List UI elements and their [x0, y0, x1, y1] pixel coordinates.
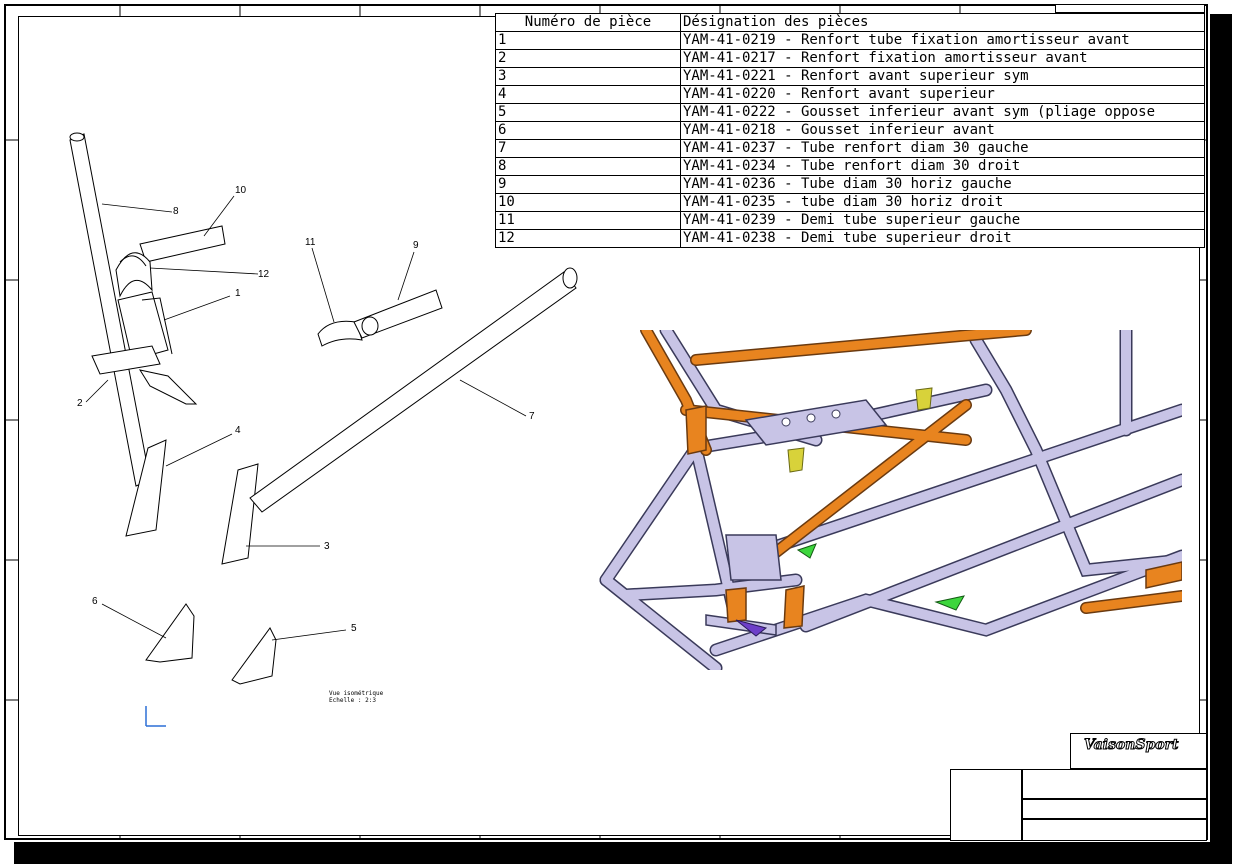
bom-cell-number: 1	[495, 31, 681, 50]
bom-cell-name: YAM-41-0237 - Tube renfort diam 30 gauch…	[680, 139, 1205, 158]
part-3-reinforcement	[221, 463, 259, 565]
balloon-1: 1	[235, 288, 241, 299]
bom-cell-number: 8	[495, 157, 681, 176]
balloon-3: 3	[324, 541, 330, 552]
bom-header-number: Numéro de pièce	[495, 13, 681, 32]
balloon-7: 7	[529, 411, 535, 422]
bom-cell-name: YAM-41-0220 - Renfort avant superieur	[680, 85, 1205, 104]
chassis-3d-render	[566, 330, 1182, 670]
balloon-6: 6	[92, 596, 98, 607]
balloon-9: 9	[413, 240, 419, 251]
balloon-10: 10	[235, 185, 247, 196]
part-4-reinforcement	[125, 439, 167, 537]
bom-cell-number: 2	[495, 49, 681, 68]
chassis-tubes	[599, 330, 1182, 670]
titleblock-notes	[950, 769, 1022, 841]
part-7-tube-end	[562, 267, 578, 289]
bill-of-materials-table: Numéro de pièce Désignation des pièces 1…	[495, 13, 1205, 248]
bom-cell-number: 7	[495, 139, 681, 158]
bom-cell-name: YAM-41-0219 - Renfort tube fixation amor…	[680, 31, 1205, 50]
bom-header-name: Désignation des pièces	[680, 13, 1205, 32]
part-11-half-tube	[317, 320, 363, 347]
part-1-reinforcement	[117, 291, 169, 361]
bom-cell-name: YAM-41-0236 - Tube diam 30 horiz gauche	[680, 175, 1205, 194]
bom-cell-name: YAM-41-0234 - Tube renfort diam 30 droit	[680, 157, 1205, 176]
balloon-5: 5	[351, 623, 357, 634]
revision-strip	[1055, 4, 1205, 13]
bom-cell-name: YAM-41-0222 - Gousset inferieur avant sy…	[680, 103, 1205, 122]
bom-cell-number: 10	[495, 193, 681, 212]
bom-cell-number: 3	[495, 67, 681, 86]
bom-cell-name: YAM-41-0235 - tube diam 30 horiz droit	[680, 193, 1205, 212]
axis-triad-icon	[145, 706, 166, 727]
company-logo: VaisonSport	[1083, 737, 1179, 754]
part-8-tube-end	[69, 132, 85, 142]
part-12-half-tube	[115, 252, 153, 298]
bom-cell-number: 9	[495, 175, 681, 194]
sheet-shadow-bottom	[14, 842, 1232, 864]
view-name: Vue isométrique	[329, 690, 384, 697]
view-scale: Echelle : 2:3	[329, 697, 376, 704]
bom-cell-name: YAM-41-0218 - Gousset inferieur avant	[680, 121, 1205, 140]
bom-cell-name: YAM-41-0238 - Demi tube superieur droit	[680, 229, 1205, 248]
titleblock-title	[1022, 799, 1207, 819]
balloon-4: 4	[235, 425, 241, 436]
part-10-tube	[139, 225, 226, 263]
part-5-gusset	[231, 627, 277, 685]
part-6-gusset	[145, 603, 195, 663]
chassis-render-svg	[599, 330, 1182, 670]
balloon-2: 2	[77, 398, 83, 409]
balloon-8: 8	[173, 206, 179, 217]
company-logo-block	[1070, 733, 1207, 769]
part-7-tube	[249, 271, 577, 513]
bom-cell-number: 11	[495, 211, 681, 230]
balloon-11: 11	[305, 237, 316, 248]
bom-cell-number: 5	[495, 103, 681, 122]
sheet-shadow-right	[1210, 14, 1232, 854]
leader-lines	[85, 195, 527, 641]
bom-cell-number: 12	[495, 229, 681, 248]
bom-cell-name: YAM-41-0217 - Renfort fixation amortisse…	[680, 49, 1205, 68]
balloon-12: 12	[258, 269, 270, 280]
chassis-plates	[685, 387, 1182, 637]
bom-cell-name: YAM-41-0239 - Demi tube superieur gauche	[680, 211, 1205, 230]
bom-cell-number: 4	[495, 85, 681, 104]
view-caption: Vue isométrique Echelle : 2:3	[329, 690, 383, 704]
titleblock-format	[1022, 819, 1207, 841]
bom-header-row: Numéro de pièce Désignation des pièces	[495, 13, 1205, 32]
bom-cell-number: 6	[495, 121, 681, 140]
bom-cell-name: YAM-41-0221 - Renfort avant superieur sy…	[680, 67, 1205, 86]
titleblock-designer	[1022, 769, 1207, 799]
part-2-bracket	[91, 345, 161, 375]
